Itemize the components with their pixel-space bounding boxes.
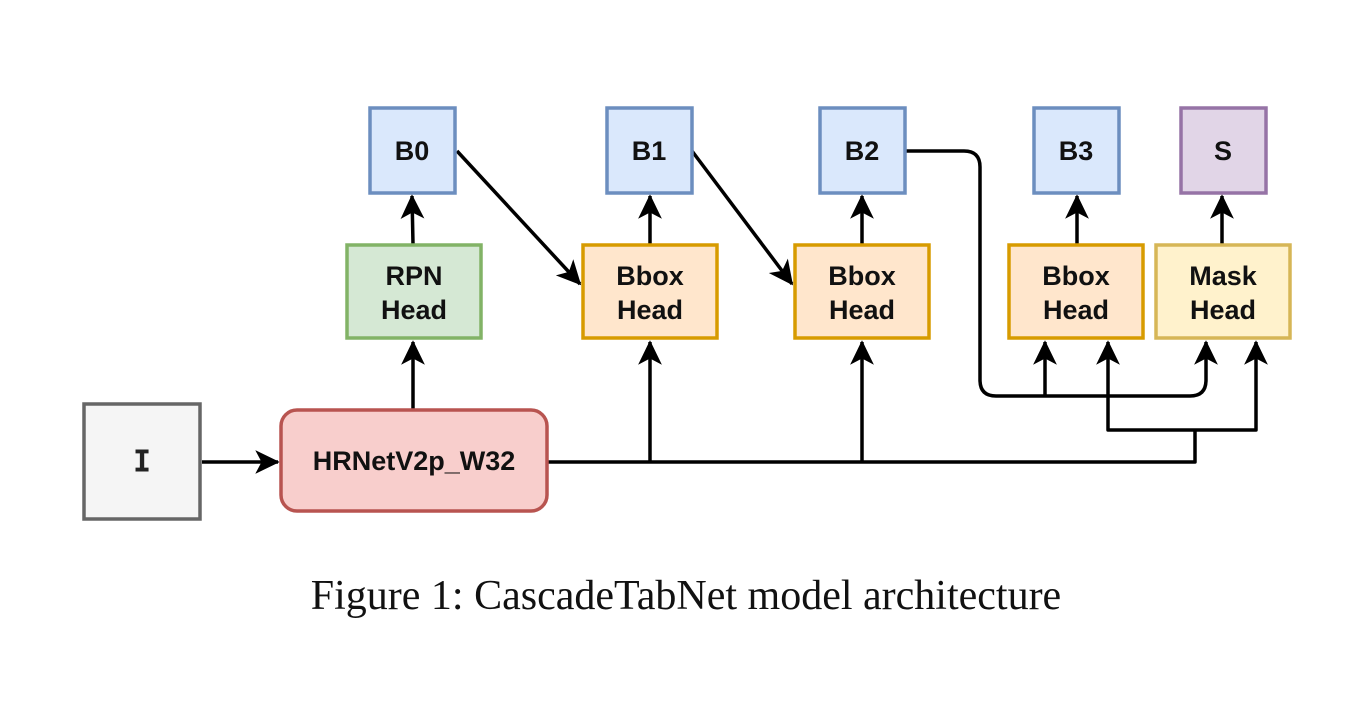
b2-output-node: B2 xyxy=(818,106,907,195)
bbox-head-1-label-line2: Head xyxy=(617,295,683,325)
bbox-head-2-label-line1: Bbox xyxy=(828,261,896,291)
edge-backbone-feature-bus xyxy=(548,430,1197,464)
edge-b2-route xyxy=(906,149,1218,398)
edge-bus-to-bbox-head-3 xyxy=(1096,340,1195,432)
bbox-head-3-label-line1: Bbox xyxy=(1042,261,1110,291)
b3-output-label: B3 xyxy=(1059,136,1094,166)
s-output-node: S xyxy=(1179,106,1268,195)
edge-rpn-head-to-b0 xyxy=(400,194,425,245)
bbox-head-2-label-line2: Head xyxy=(829,295,895,325)
edge-b1-to-bbox-head-2 xyxy=(690,149,794,286)
b0-output-label: B0 xyxy=(395,136,430,166)
rpn-head-node: RPN Head xyxy=(345,243,483,340)
mask-head-node: Mask Head xyxy=(1154,243,1292,340)
b2-output-label: B2 xyxy=(845,136,880,166)
bbox-head-3-label-line2: Head xyxy=(1043,295,1109,325)
b3-output-node: B3 xyxy=(1032,106,1121,195)
figure-caption: Figure 1: CascadeTabNet model architectu… xyxy=(310,573,1062,619)
input-node: I xyxy=(82,402,202,521)
rpn-head-label-line1: RPN xyxy=(385,261,442,291)
bbox-head-3-node: Bbox Head xyxy=(1007,243,1145,340)
mask-head-label-line1: Mask xyxy=(1189,261,1258,291)
edge-b0-to-bbox-head-1 xyxy=(455,149,582,286)
bbox-head-1-node: Bbox Head xyxy=(581,243,719,340)
b0-output-node: B0 xyxy=(368,106,457,195)
edge-bus-to-mask-head xyxy=(1195,340,1268,432)
b1-output-node: B1 xyxy=(605,106,694,195)
rpn-head-label-line2: Head xyxy=(381,295,447,325)
bbox-head-2-node: Bbox Head xyxy=(793,243,931,340)
edges xyxy=(202,149,1268,474)
backbone-node-label: HRNetV2p_W32 xyxy=(313,446,516,476)
bbox-head-1-label-line1: Bbox xyxy=(616,261,684,291)
s-output-label: S xyxy=(1214,136,1232,166)
backbone-node: HRNetV2p_W32 xyxy=(279,408,549,513)
input-node-label: I xyxy=(133,445,151,480)
b1-output-label: B1 xyxy=(632,136,667,166)
mask-head-label-line2: Head xyxy=(1190,295,1256,325)
